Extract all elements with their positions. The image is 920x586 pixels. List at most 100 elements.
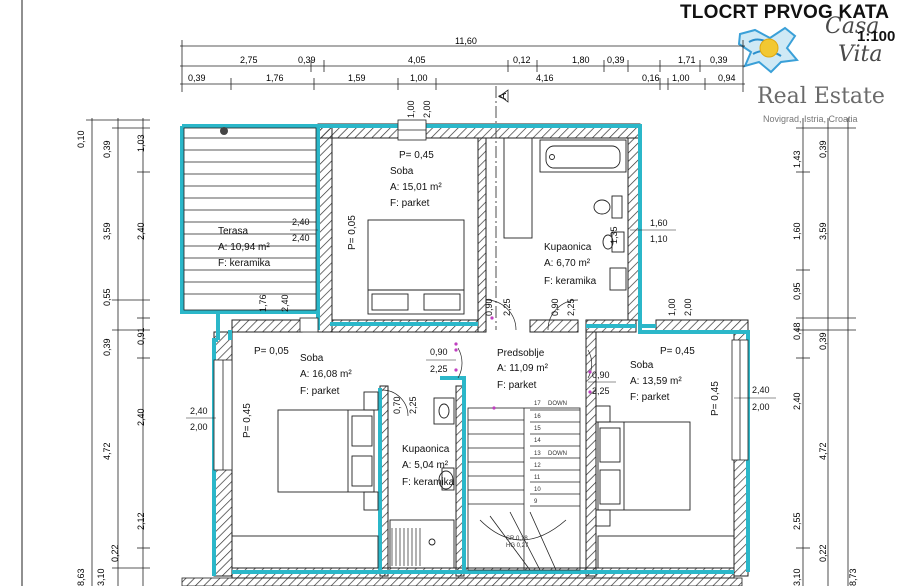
- dim-label: 0,39: [188, 73, 206, 83]
- door-swings: [381, 299, 593, 417]
- dim-label: 0,39: [607, 55, 625, 65]
- dim-label: 1,80: [572, 55, 590, 65]
- highlight-outline: [180, 124, 750, 576]
- door-dim: 2,25: [502, 298, 512, 316]
- dim-label: 1,00: [410, 73, 428, 83]
- dim-label: 0,55: [102, 288, 112, 306]
- furniture: [231, 137, 735, 569]
- room-area: A: 11,09 m²: [497, 363, 549, 374]
- door-dim: 0,70: [392, 396, 402, 414]
- window-icon: [299, 317, 319, 333]
- stair-number: 14: [534, 438, 541, 444]
- room-name: Kupaonica: [544, 242, 592, 253]
- dim-label: 2,55: [792, 512, 802, 530]
- logo-script-casa: Casa: [825, 14, 880, 39]
- top-dimension-lines: [180, 40, 745, 92]
- room-area: A: 10,94 m²: [218, 242, 270, 253]
- dim-label: 3,59: [102, 222, 112, 240]
- dim-label: 2,40: [792, 392, 802, 410]
- parapet-label: P= 0,05: [254, 346, 289, 357]
- toilet-icon: [438, 467, 455, 491]
- dim-label: 4,72: [102, 442, 112, 460]
- shower-icon: [389, 519, 455, 569]
- dim-label: 1,03: [136, 134, 146, 152]
- room-floor: F: parket: [300, 386, 340, 397]
- room-labels: Terasa A: 10,94 m² F: keramika Soba A: 1…: [218, 166, 682, 488]
- room-name: Soba: [390, 166, 414, 177]
- nightstand-icon: [595, 405, 611, 423]
- stair-number: 17: [534, 401, 541, 407]
- stair-number: 13: [534, 451, 541, 457]
- dim-label: 0,39: [818, 332, 828, 350]
- window-dim: 1,00: [667, 298, 677, 316]
- dim-label: 1,43: [792, 150, 802, 168]
- stair-number: 10: [534, 487, 541, 493]
- window-dim: 1,10: [650, 234, 668, 244]
- door-dim: 2,40: [280, 294, 290, 312]
- dim-label: 2,12: [136, 512, 146, 530]
- dim-label: 0,22: [818, 544, 828, 562]
- door-swing-icon: [381, 389, 409, 417]
- parapet-label: P= 0,45: [399, 150, 434, 161]
- room-floor: F: parket: [630, 392, 670, 403]
- wardrobe-icon: [597, 535, 735, 569]
- wardrobe-icon: [503, 137, 533, 239]
- stair-down-label: DOWN: [548, 451, 567, 457]
- parapet-label: P= 0,45: [242, 403, 253, 438]
- top-row1-labels: 2,75 0,39 4,05 0,12 1,80 0,39 1,71 0,39: [240, 55, 728, 65]
- parapet-label: P= 0,45: [660, 346, 695, 357]
- room-floor: F: keramika: [402, 477, 455, 488]
- logo-script-vita: Vita: [838, 42, 883, 67]
- dim-label: 2,40: [136, 222, 146, 240]
- parapet-label: P= 0,05: [347, 215, 358, 250]
- room-name: Soba: [630, 360, 654, 371]
- nightstand-icon: [363, 491, 379, 511]
- left-dim-labels: 0,10 0,39 3,59 0,55 0,39 4,72 2,12 8,63 …: [76, 130, 146, 586]
- section-mark: A: [497, 92, 509, 100]
- room-name: Kupaonica: [402, 444, 450, 455]
- section-arrow-icon: [499, 89, 509, 103]
- plan-scale: 1:100: [857, 28, 896, 45]
- bed-icon: [367, 219, 465, 315]
- dim-label: 0,94: [718, 73, 736, 83]
- room-area: A: 13,59 m²: [630, 376, 682, 387]
- stair-down-label: DOWN: [548, 401, 567, 407]
- dim-label: 0,48: [792, 322, 802, 340]
- window-dim: 2,00: [683, 298, 693, 316]
- top-row2-labels: 0,39 1,76 1,59 1,00 4,16 0,16 1,00 0,94: [188, 73, 736, 83]
- bed-icon: [597, 421, 691, 511]
- sink-icon: [602, 231, 625, 253]
- dim-label: 3,10: [792, 568, 802, 586]
- room-name: Soba: [300, 353, 324, 364]
- dim-label: 0,39: [710, 55, 728, 65]
- door-dim: 2,25: [592, 386, 610, 396]
- shower-grating: [391, 528, 421, 566]
- stair-note: HG 0,27: [506, 543, 529, 549]
- dim-label: 0,10: [76, 130, 86, 148]
- dim-label: 0,95: [792, 282, 802, 300]
- door-dim: 1,76: [258, 294, 268, 312]
- lower-floor-edge: [181, 577, 743, 586]
- dim-label: 1,76: [266, 73, 284, 83]
- window-dim: 1,35: [609, 226, 619, 244]
- dim-label: 2,75: [240, 55, 258, 65]
- stair-number: 15: [534, 426, 541, 432]
- stair-number: 12: [534, 463, 541, 469]
- dim-label: 3,10: [96, 568, 106, 586]
- dim-label: 4,05: [408, 55, 426, 65]
- door-dim: 2,25: [430, 364, 448, 374]
- dim-label: 0,91: [136, 327, 146, 345]
- door-dim: 0,90: [550, 298, 560, 316]
- dim-label: 0,39: [102, 338, 112, 356]
- door-swing-icon: [457, 347, 463, 379]
- door-dim: 0,90: [430, 347, 448, 357]
- dim-label: 2,40: [136, 408, 146, 426]
- bathtub-icon: [539, 139, 627, 173]
- window-dim: 2,00: [190, 422, 208, 432]
- room-floor: F: parket: [497, 380, 537, 391]
- room-area: A: 6,70 m²: [544, 258, 591, 269]
- window-dim: 2,40: [190, 406, 208, 416]
- dim-label: 8,73: [848, 568, 858, 586]
- door-swing-icon: [547, 299, 579, 331]
